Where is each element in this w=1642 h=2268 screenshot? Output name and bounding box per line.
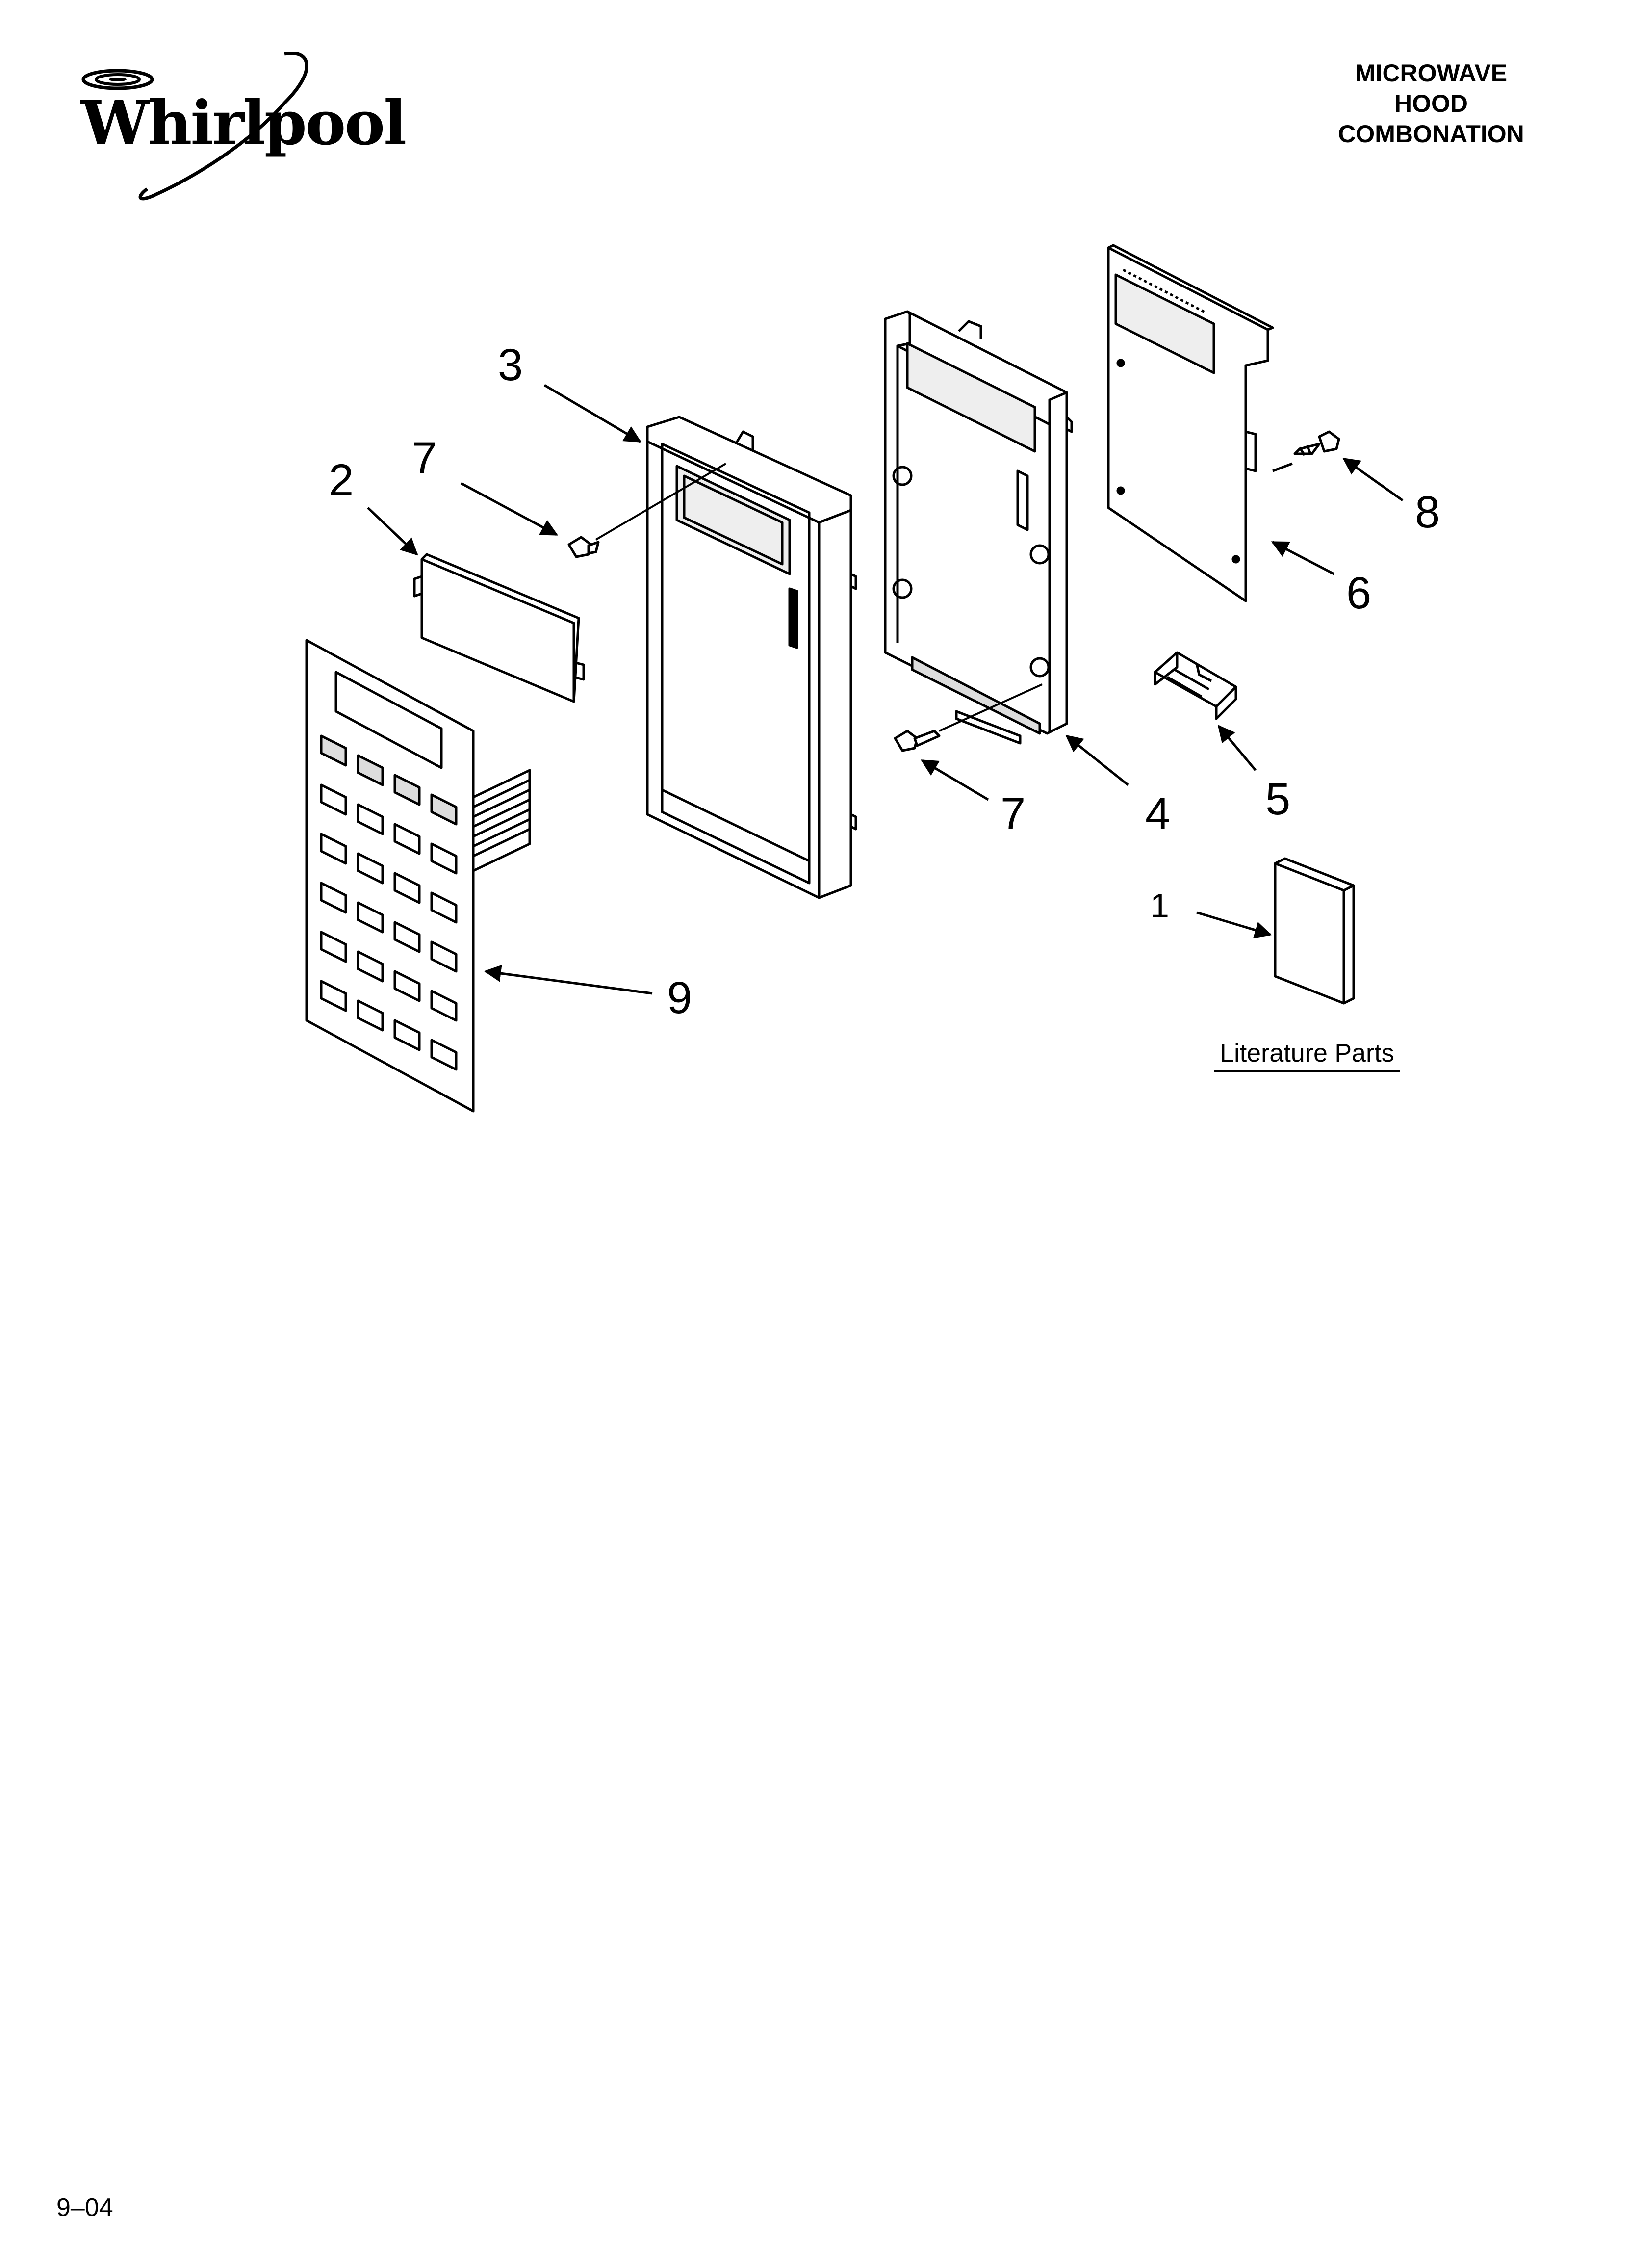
callout-7-lower: 7 [1001,789,1026,839]
screw-part-8 [1293,430,1340,456]
callout-3: 3 [498,340,523,390]
callout-5: 5 [1265,774,1290,824]
title-line-1: MICROWAVE [1355,59,1508,87]
arrow-7-upper [460,482,559,536]
arrow-8 [1342,457,1404,502]
arrow-1 [1196,911,1272,938]
arrow-2 [367,507,418,556]
control-board [1107,244,1274,602]
callout-6: 6 [1346,568,1371,618]
callout-1: 1 [1150,886,1169,925]
arrow-4 [1065,734,1129,786]
literature-booklet [1274,857,1355,1005]
literature-parts-label: Literature Parts [1214,1036,1400,1072]
arrow-5 [1217,725,1257,771]
callout-9: 9 [667,973,692,1023]
callout-4: 4 [1145,789,1170,839]
screw-part-7-lower [894,730,941,752]
swirl-icon [81,52,308,201]
title-line-2: HOOD [1394,90,1468,117]
arrow-9 [484,965,653,995]
arrow-7-lower [920,759,989,801]
display-window [413,553,585,703]
page-title: MICROWAVE HOOD COMBONATION [1294,58,1568,149]
membrane-keypad [305,639,531,1113]
control-panel-frame [646,416,857,899]
brand-logo: Whirlpool [54,49,407,211]
arrow-6 [1271,541,1335,575]
brand-wordmark: Whirlpool [81,88,407,159]
arrow-3 [543,384,642,443]
screw-part-7-upper [567,536,600,558]
callout-7-upper: 7 [412,433,437,483]
latch-bracket [1154,651,1237,720]
title-line-3: COMBONATION [1338,120,1524,148]
revision-code: 9–04 [56,2193,113,2222]
control-housing [884,310,1073,745]
callout-8: 8 [1415,487,1440,537]
callout-2: 2 [329,455,354,505]
